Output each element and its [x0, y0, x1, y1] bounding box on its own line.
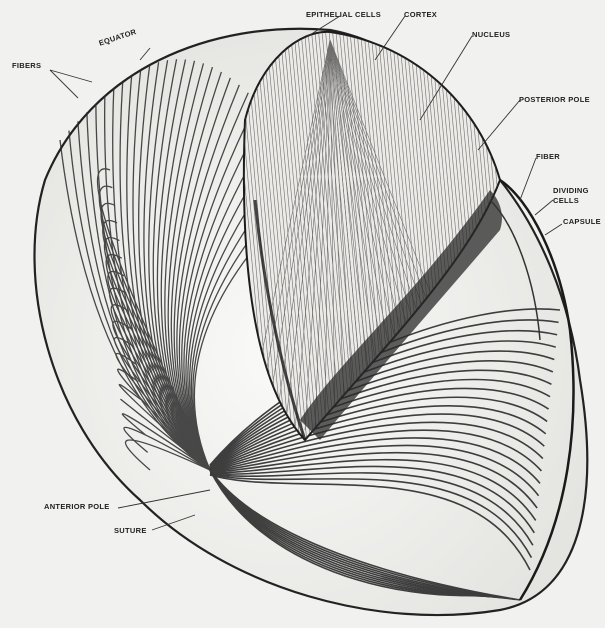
label-fibers: FIBERS — [12, 62, 41, 70]
label-nucleus: NUCLEUS — [472, 31, 510, 39]
label-capsule: CAPSULE — [563, 218, 601, 226]
label-posterior-pole: POSTERIOR POLE — [519, 96, 590, 104]
label-epithelial-cells: EPITHELIAL CELLS — [306, 11, 381, 19]
label-dividing-cells: DIVIDING CELLS — [553, 186, 593, 206]
label-suture: SUTURE — [114, 527, 147, 535]
label-anterior-pole: ANTERIOR POLE — [44, 503, 110, 511]
label-fiber: FIBER — [536, 153, 560, 161]
label-cortex: CORTEX — [404, 11, 437, 19]
